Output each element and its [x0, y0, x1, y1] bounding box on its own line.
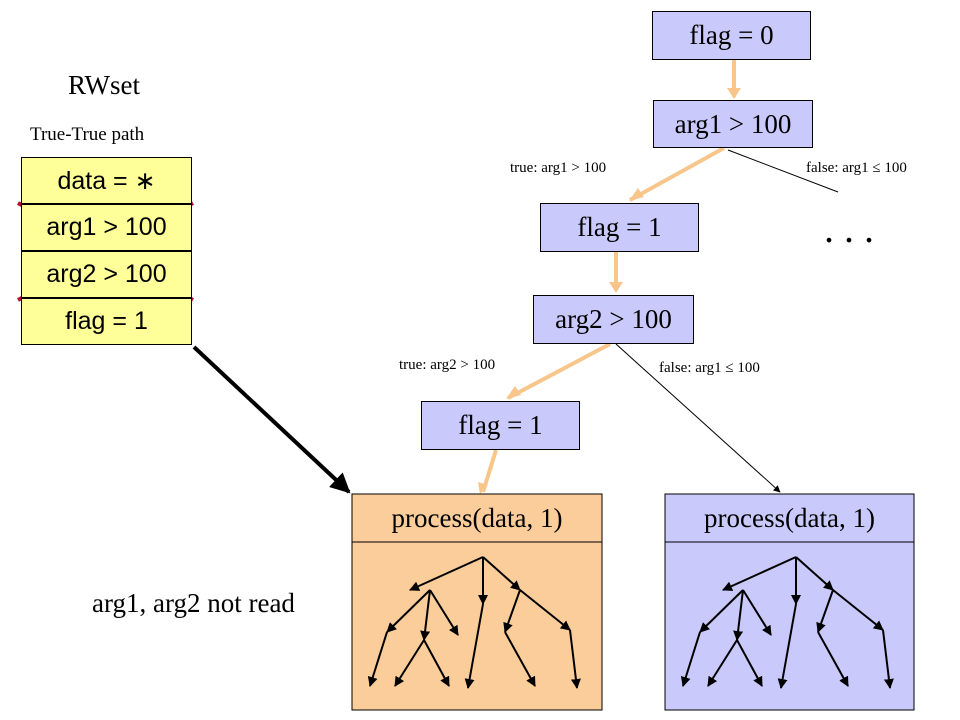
process-right-title: process(data, 1): [704, 502, 875, 533]
call-tree-edge: [569, 629, 581, 689]
call-tree-edge: [817, 631, 849, 687]
call-tree-edge: [795, 556, 834, 591]
edge-cond2-true-arrowhead: [506, 386, 521, 399]
call-tree-edge: [733, 589, 744, 641]
edge-cond1-true: [629, 146, 725, 202]
rwset-row-arg1: arg1 > 100: [21, 204, 192, 251]
rwset-row-flag: flag = 1: [21, 298, 192, 345]
call-tree-edge: [736, 639, 763, 687]
node-flag-1-b: flag = 1: [421, 401, 580, 450]
call-tree-edge: [832, 589, 884, 631]
call-tree-edge: [482, 556, 521, 591]
call-tree-edge: [882, 629, 894, 689]
call-tree-edge: [394, 639, 425, 687]
node-flag-1-a: flag = 1: [540, 203, 699, 252]
rwset-subtitle: True-True path: [30, 124, 145, 145]
call-tree-edge: [680, 631, 701, 687]
edge-label-true-arg1: true: arg1 > 100: [510, 160, 607, 176]
ellipsis: ...: [824, 206, 884, 251]
process-right-box: [664, 493, 915, 711]
call-tree-edge: [429, 589, 459, 636]
process-left-call-tree: [367, 556, 581, 689]
call-tree-edge: [464, 603, 484, 689]
rwset-to-process-arrow: [192, 345, 351, 494]
call-tree-edge: [409, 556, 484, 591]
node-arg1-condition: arg1 > 100: [653, 100, 813, 148]
edge-cond1-false: [727, 149, 839, 193]
call-tree-edge: [742, 589, 772, 636]
edge-flag0-cond1-arrowhead: [727, 88, 741, 99]
call-tree-edge: [699, 589, 744, 633]
edge-label-true-arg2: true: arg2 > 100: [399, 357, 496, 373]
process-left-title: process(data, 1): [391, 502, 563, 533]
process-left-box: [351, 493, 603, 711]
node-flag-0: flag = 0: [652, 11, 811, 60]
call-tree-edge: [707, 639, 738, 687]
edge-flag1a-cond2-arrowhead: [609, 282, 623, 293]
call-tree-edge: [722, 556, 797, 591]
rwset-row-arg2: arg2 > 100: [21, 251, 192, 298]
edge-flag1b-process-arrowhead: [478, 482, 488, 494]
edge-label-false-arg1: false: arg1 ≤ 100: [806, 160, 907, 176]
note-not-read: arg1, arg2 not read: [92, 588, 295, 618]
call-tree-edge: [420, 589, 431, 641]
call-tree-edge: [386, 589, 431, 633]
call-tree-edge: [816, 589, 834, 633]
rwset-row-data: data = ∗: [21, 157, 192, 204]
process-right-call-tree: [680, 556, 894, 689]
call-tree-edge: [504, 631, 536, 687]
edge-cond1-true-arrowhead: [629, 188, 644, 201]
call-tree-edge: [519, 589, 571, 631]
node-arg2-condition: arg2 > 100: [533, 295, 694, 344]
call-tree-edge: [777, 603, 797, 689]
call-tree-edge: [367, 631, 388, 687]
edge-cond2-true: [507, 342, 611, 400]
edge-cond2-false: [615, 343, 781, 493]
edge-label-false-arg2: false: arg1 ≤ 100: [659, 360, 760, 376]
rwset-title: RWset: [68, 70, 140, 100]
call-tree-edge: [423, 639, 450, 687]
call-tree-edge: [503, 589, 521, 633]
